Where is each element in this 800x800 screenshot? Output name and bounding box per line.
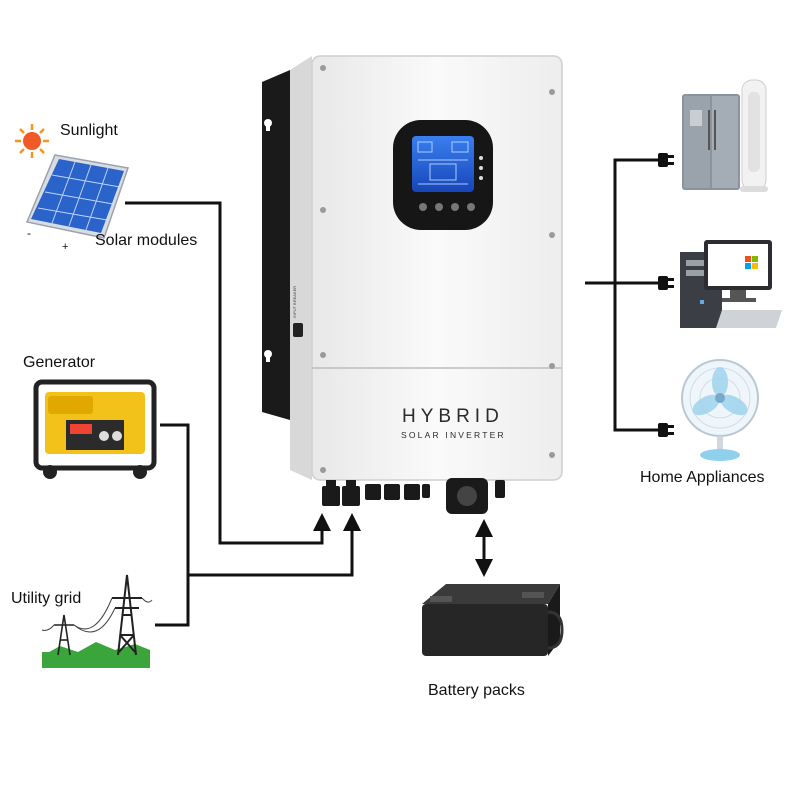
- cable-glands: [322, 478, 505, 514]
- solar-panel-icon: - +: [25, 154, 129, 253]
- tower-fan-icon: [740, 79, 768, 192]
- hybrid-inverter: INPUT BREAKER: [262, 55, 563, 514]
- label-solar-modules: Solar modules: [95, 232, 198, 249]
- plug-icon: [658, 276, 674, 290]
- label-home-appliances: Home Appliances: [640, 469, 765, 486]
- inverter-brand-subtitle: SOLAR INVERTER: [401, 430, 506, 440]
- desktop-computer-icon: [680, 240, 782, 328]
- plug-icon: [658, 153, 674, 167]
- wires: [125, 158, 660, 627]
- wire-utility: [155, 513, 361, 627]
- label-sunlight: Sunlight: [60, 122, 118, 139]
- plug-icon: [658, 423, 674, 437]
- label-utility-grid: Utility grid: [11, 590, 82, 607]
- label-generator: Generator: [23, 354, 96, 371]
- power-tower-icon: [41, 574, 153, 668]
- wire-generator: [160, 423, 190, 575]
- fan-icon: [681, 359, 759, 461]
- display-buttons: [419, 203, 475, 211]
- label-battery-packs: Battery packs: [428, 682, 525, 699]
- svg-text:-: -: [27, 226, 31, 240]
- inverter-brand-title: HYBRID: [402, 406, 504, 427]
- refrigerator-icon: [682, 94, 740, 190]
- sun-icon: [15, 124, 49, 158]
- svg-text:+: +: [62, 241, 68, 253]
- breaker-label: INPUT BREAKER: [292, 286, 297, 318]
- generator-icon: [33, 379, 157, 479]
- wire-solar: [125, 201, 331, 545]
- mounting-bracket: [262, 70, 290, 420]
- inverter-body: [311, 55, 563, 481]
- battery-icon: [422, 584, 564, 656]
- wire-appliance-bus: [613, 158, 660, 432]
